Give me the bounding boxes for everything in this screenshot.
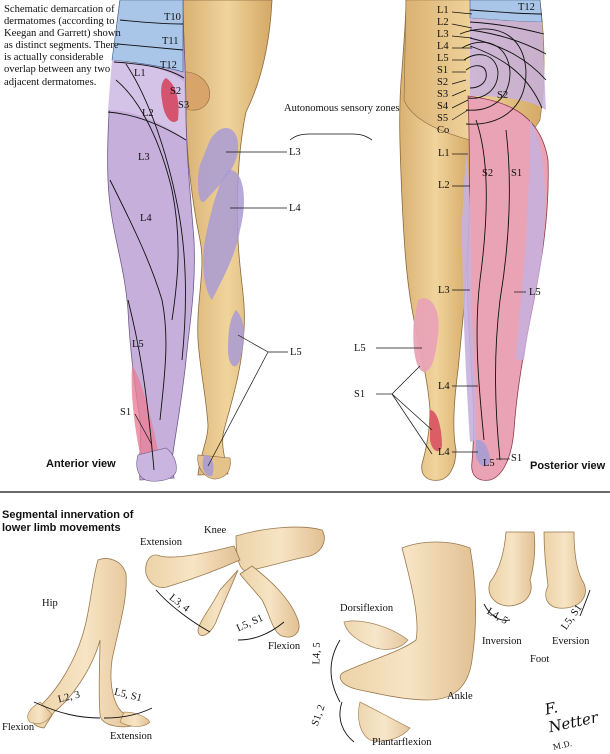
ant-label-l2: L2	[142, 108, 154, 119]
post-thigh-s2: S2	[482, 168, 494, 179]
artist-signature: F. Netter M.D.	[543, 688, 610, 754]
autonomous-bracket	[289, 133, 373, 141]
post-spine-l5: L5	[437, 53, 449, 64]
post-zone-s1: S1	[354, 389, 366, 400]
ankle-label: Ankle	[447, 691, 473, 702]
post-spine-l4: L4	[437, 41, 449, 52]
post-spine-l2: L2	[437, 17, 449, 28]
movements-title: Segmental innervation of lower limb move…	[2, 509, 134, 534]
post-leg-l3: L3	[438, 285, 450, 296]
ankle-plantarflexion-label: Plantarflexion	[372, 737, 432, 748]
ankle-dorsiflexion-label: Dorsiflexion	[340, 603, 394, 614]
post-spine-l3: L3	[437, 29, 449, 40]
ant-label-t11: T11	[162, 36, 179, 47]
knee-illustration	[145, 526, 325, 638]
post-spine-s1: S1	[437, 65, 449, 76]
schematic-note: Schematic demarcation of dermatomes (acc…	[4, 4, 121, 88]
ant-label-l5: L5	[132, 339, 144, 350]
autonomous-zones-label: Autonomous sensory zones	[284, 103, 400, 114]
post-thigh-l1: L1	[438, 148, 450, 159]
anterior-dermatome-lines	[107, 19, 187, 471]
zone-posterior-l5	[413, 298, 439, 372]
post-spine-l1: L1	[437, 5, 449, 16]
anterior-right-foot	[197, 454, 231, 480]
hip-label: Hip	[42, 598, 58, 609]
anterior-leader-lines	[134, 151, 288, 467]
post-spine-s2: S2	[437, 77, 449, 88]
anterior-s1-patch	[131, 365, 160, 470]
zone-posterior-s1	[430, 410, 442, 452]
ant-label-l4: L4	[140, 213, 152, 224]
posterior-leader-lines	[376, 11, 526, 460]
posterior-sacral-rings	[459, 28, 527, 125]
post-thigh-l2: L2	[438, 180, 450, 191]
anterior-view-label: Anterior view	[46, 458, 116, 470]
movement-arrows	[33, 589, 591, 743]
foot-eversion-label: Eversion	[552, 636, 590, 647]
post-spine-s4: S4	[437, 101, 449, 112]
post-foot-l4: L4	[438, 447, 450, 458]
ant-label-l1: L1	[134, 68, 146, 79]
posterior-figure	[376, 0, 549, 481]
ant-label-l3: L3	[138, 152, 150, 163]
ant-label-s1: S1	[120, 407, 132, 418]
foot-inversion-label: Inversion	[482, 636, 522, 647]
anterior-sacral-patch	[161, 78, 179, 122]
post-spine-s3: S3	[437, 89, 449, 100]
hip-illustration	[27, 558, 151, 729]
post-spine-s5: S5	[437, 113, 449, 124]
post-buttock-s2: S2	[497, 90, 509, 101]
knee-flexion-label: Flexion	[268, 641, 301, 652]
ant-label-t10: T10	[164, 12, 181, 23]
post-foot-l4-upper: L4	[438, 381, 450, 392]
posterior-medial-strip	[462, 150, 476, 442]
ant-label-s2: S2	[170, 86, 182, 97]
ant-label-t12: T12	[160, 60, 177, 71]
ant-zone-label-l4: L4	[289, 203, 301, 214]
knee-extension-label: Extension	[140, 537, 182, 548]
ant-zone-label-l3: L3	[289, 147, 301, 158]
post-label-t12: T12	[518, 2, 535, 13]
zone-anterior-l3	[198, 127, 239, 202]
anterior-left-foot	[136, 447, 177, 482]
foot-label: Foot	[530, 654, 550, 665]
hip-flexion-label: Flexion	[2, 722, 35, 733]
post-foot-s1: S1	[511, 453, 523, 464]
ant-label-s3: S3	[178, 100, 190, 111]
signature-text: F. Netter	[543, 698, 600, 737]
post-foot-l5: L5	[483, 458, 495, 469]
posterior-dermatome-lines	[469, 9, 547, 461]
post-leg-l5: L5	[529, 287, 541, 298]
ant-zone-label-l5: L5	[290, 347, 302, 358]
post-zone-l5: L5	[354, 343, 366, 354]
anterior-figure	[107, 0, 288, 482]
posterior-view-label: Posterior view	[530, 460, 606, 472]
posterior-lateral-strip	[516, 120, 546, 360]
knee-label: Knee	[204, 525, 227, 536]
post-thigh-s1: S1	[511, 168, 523, 179]
post-spine-co: Co	[437, 125, 450, 136]
zone-anterior-l5	[228, 310, 245, 367]
hip-extension-label: Extension	[110, 731, 152, 742]
ankle-dorsiflexion-segments: L4, 5	[311, 642, 323, 665]
foot-illustration	[488, 531, 586, 609]
zone-posterior-foot	[476, 439, 490, 467]
ankle-illustration	[339, 541, 476, 742]
posterior-lumbar-band	[470, 18, 546, 110]
zone-anterior-l4	[203, 169, 244, 300]
